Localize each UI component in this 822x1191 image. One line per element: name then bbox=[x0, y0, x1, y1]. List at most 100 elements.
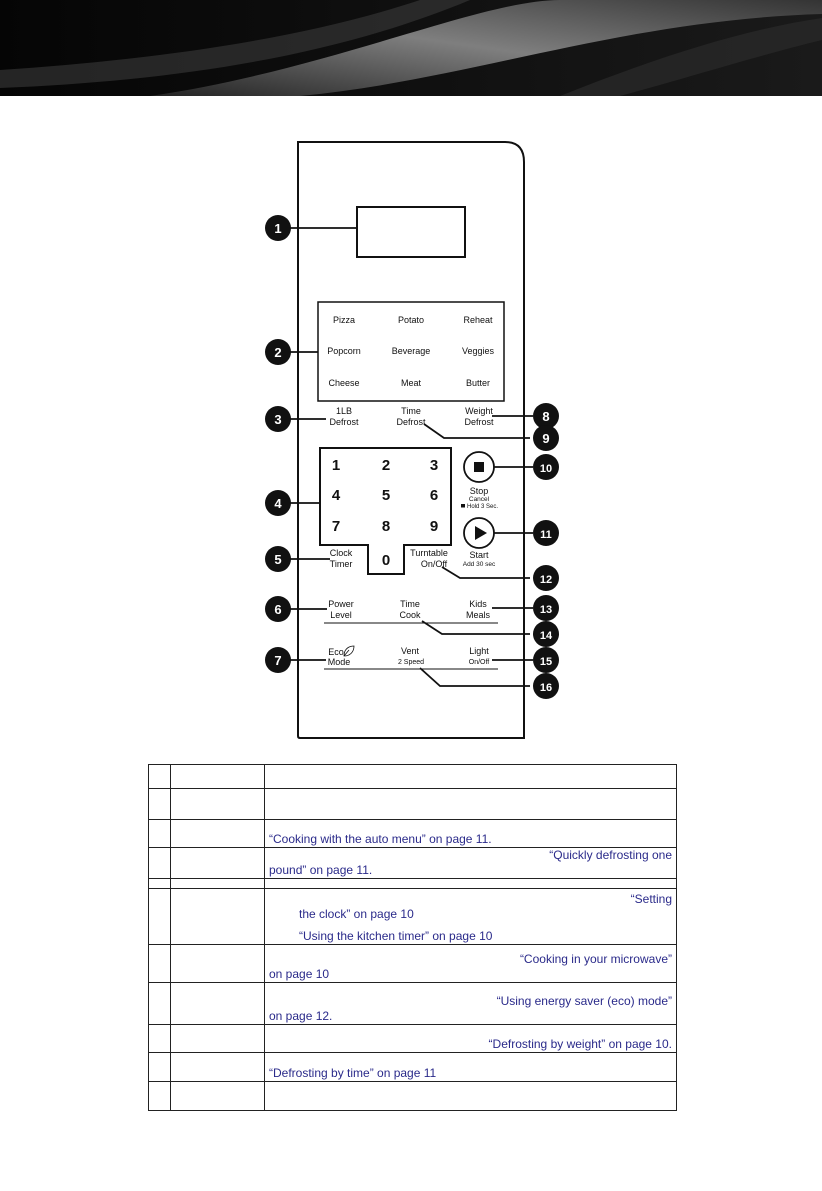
svg-text:12: 12 bbox=[540, 574, 552, 586]
svg-text:Meals: Meals bbox=[466, 610, 491, 620]
svg-text:5: 5 bbox=[274, 552, 281, 567]
eco-mode-button[interactable]: Eco Mode bbox=[328, 645, 355, 667]
key-8[interactable]: 8 bbox=[382, 518, 390, 535]
svg-text:8: 8 bbox=[542, 409, 549, 424]
play-triangle-icon bbox=[475, 526, 487, 540]
callout-15: 15 bbox=[533, 647, 559, 673]
callout-9: 9 bbox=[533, 425, 559, 451]
callout-1: 1 bbox=[265, 215, 291, 241]
link-quick-defrost-cont[interactable]: pound” on page 11. bbox=[269, 863, 373, 877]
svg-text:Cancel: Cancel bbox=[469, 496, 490, 503]
weight-defrost-button[interactable]: Weight Defrost bbox=[464, 406, 494, 427]
menu-veggies-button[interactable]: Veggies bbox=[462, 346, 495, 356]
svg-text:Defrost: Defrost bbox=[329, 417, 359, 427]
table-row: “Cooking in your microwave” on page 10 bbox=[148, 944, 677, 983]
menu-popcorn-button[interactable]: Popcorn bbox=[327, 346, 361, 356]
vent-button[interactable]: Vent 2 Speed bbox=[398, 646, 424, 666]
table-row bbox=[148, 788, 677, 820]
header-banner bbox=[0, 0, 822, 96]
link-defrost-weight[interactable]: “Defrosting by weight” on page 10. bbox=[488, 1037, 672, 1051]
key-3[interactable]: 3 bbox=[430, 457, 438, 474]
clock-timer-button[interactable]: Clock Timer bbox=[330, 548, 353, 569]
kids-meals-button[interactable]: Kids Meals bbox=[466, 599, 491, 620]
key-0[interactable]: 0 bbox=[382, 552, 390, 569]
svg-text:15: 15 bbox=[540, 656, 552, 668]
stop-square-icon bbox=[474, 462, 484, 472]
link-setting-clock[interactable]: “Setting bbox=[630, 892, 672, 906]
svg-text:Power: Power bbox=[328, 599, 354, 609]
lock-icon bbox=[461, 504, 465, 508]
link-eco-mode-cont[interactable]: on page 12. bbox=[269, 1009, 333, 1023]
link-defrost-time[interactable]: “Defrosting by time” on page 11 bbox=[269, 1066, 437, 1080]
svg-text:Defrost: Defrost bbox=[396, 417, 426, 427]
callout-5: 5 bbox=[265, 546, 291, 572]
svg-text:3: 3 bbox=[274, 412, 281, 427]
svg-text:Light: Light bbox=[469, 646, 489, 656]
svg-text:Timer: Timer bbox=[330, 559, 353, 569]
menu-meat-button[interactable]: Meat bbox=[401, 378, 422, 388]
table-row: “Using energy saver (eco) mode” on page … bbox=[148, 982, 677, 1025]
callout-7: 7 bbox=[265, 647, 291, 673]
start-button[interactable]: Start Add 30 sec bbox=[463, 517, 496, 568]
callout-13: 13 bbox=[533, 595, 559, 621]
svg-text:Time: Time bbox=[401, 406, 421, 416]
svg-text:Weight: Weight bbox=[465, 406, 493, 416]
turntable-button[interactable]: Turntable On/Off bbox=[410, 548, 448, 569]
svg-text:16: 16 bbox=[540, 682, 552, 694]
leader-lines bbox=[290, 227, 533, 687]
link-cooking-microwave-cont[interactable]: on page 10 bbox=[269, 967, 330, 981]
svg-text:13: 13 bbox=[540, 604, 552, 616]
svg-text:4: 4 bbox=[274, 496, 282, 511]
stop-cancel-button[interactable]: Stop Cancel Hold 3 Sec. bbox=[461, 451, 498, 510]
link-kitchen-timer[interactable]: “Using the kitchen timer” on page 10 bbox=[299, 929, 493, 943]
table-row bbox=[148, 878, 677, 889]
link-eco-mode[interactable]: “Using energy saver (eco) mode” bbox=[496, 994, 672, 1008]
menu-potato-button[interactable]: Potato bbox=[398, 315, 424, 325]
key-1[interactable]: 1 bbox=[332, 457, 340, 474]
callout-10: 10 bbox=[533, 454, 559, 480]
menu-beverage-button[interactable]: Beverage bbox=[392, 346, 431, 356]
svg-text:Add 30 sec: Add 30 sec bbox=[463, 561, 496, 568]
light-button[interactable]: Light On/Off bbox=[469, 646, 490, 666]
key-4[interactable]: 4 bbox=[332, 487, 341, 504]
menu-butter-button[interactable]: Butter bbox=[466, 378, 490, 388]
time-defrost-button[interactable]: Time Defrost bbox=[396, 406, 426, 427]
svg-text:Start: Start bbox=[469, 550, 489, 560]
table-row bbox=[148, 764, 677, 789]
callout-4: 4 bbox=[265, 490, 291, 516]
svg-text:10: 10 bbox=[540, 463, 552, 475]
callout-12: 12 bbox=[533, 565, 559, 591]
svg-text:1: 1 bbox=[274, 221, 281, 236]
key-2[interactable]: 2 bbox=[382, 457, 390, 474]
svg-text:Level: Level bbox=[330, 610, 352, 620]
menu-cheese-button[interactable]: Cheese bbox=[328, 378, 359, 388]
svg-text:2 Speed: 2 Speed bbox=[398, 659, 424, 666]
table-row bbox=[148, 1081, 677, 1111]
key-5[interactable]: 5 bbox=[382, 487, 390, 504]
svg-text:Stop: Stop bbox=[470, 486, 489, 496]
power-level-button[interactable]: Power Level bbox=[328, 599, 354, 620]
svg-text:Turntable: Turntable bbox=[410, 548, 448, 558]
link-setting-clock-cont[interactable]: the clock” on page 10 bbox=[299, 907, 414, 921]
menu-reheat-button[interactable]: Reheat bbox=[463, 315, 493, 325]
key-9[interactable]: 9 bbox=[430, 518, 438, 535]
menu-pizza-button[interactable]: Pizza bbox=[333, 315, 355, 325]
svg-text:Time: Time bbox=[400, 599, 420, 609]
svg-text:7: 7 bbox=[274, 653, 281, 668]
key-7[interactable]: 7 bbox=[332, 518, 340, 535]
table-row: “Quickly defrosting one pound” on page 1… bbox=[148, 847, 677, 879]
time-cook-button[interactable]: Time Cook bbox=[399, 599, 421, 620]
link-auto-menu[interactable]: “Cooking with the auto menu” on page 11. bbox=[269, 832, 492, 846]
svg-text:Eco: Eco bbox=[328, 647, 344, 657]
svg-text:6: 6 bbox=[274, 602, 281, 617]
key-6[interactable]: 6 bbox=[430, 487, 438, 504]
callout-8: 8 bbox=[533, 403, 559, 429]
one-lb-defrost-button[interactable]: 1LB Defrost bbox=[329, 406, 359, 427]
svg-text:Mode: Mode bbox=[328, 657, 351, 667]
control-panel-diagram: Pizza Potato Reheat Popcorn Beverage Veg… bbox=[265, 141, 559, 739]
svg-text:On/Off: On/Off bbox=[469, 659, 490, 666]
svg-text:Defrost: Defrost bbox=[464, 417, 494, 427]
svg-text:2: 2 bbox=[274, 345, 281, 360]
link-cooking-microwave[interactable]: “Cooking in your microwave” bbox=[519, 952, 672, 966]
link-quick-defrost[interactable]: “Quickly defrosting one bbox=[549, 848, 672, 862]
